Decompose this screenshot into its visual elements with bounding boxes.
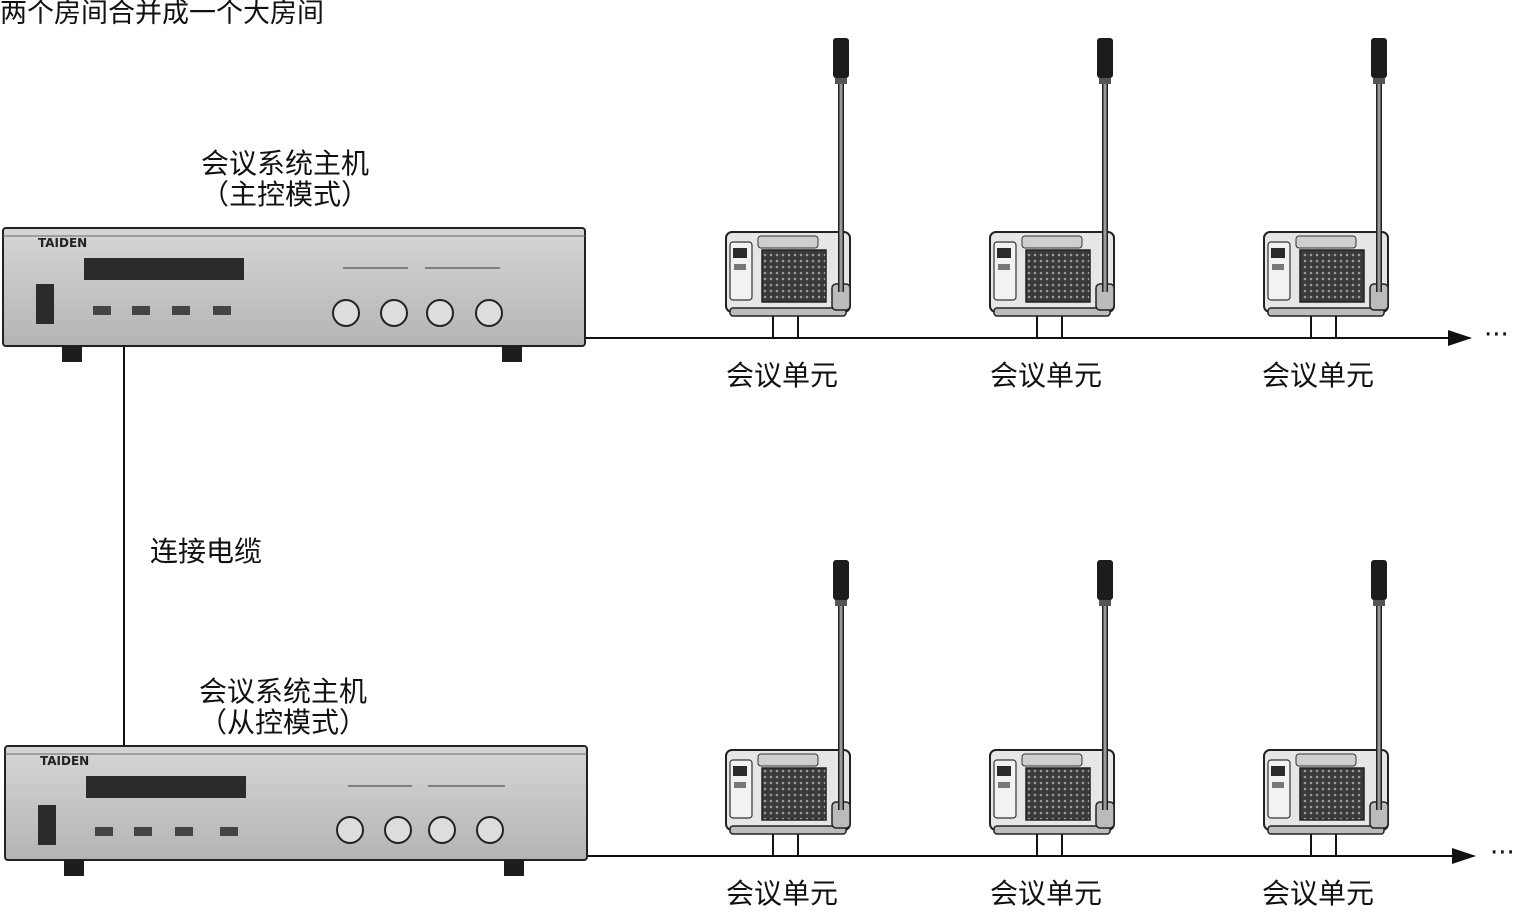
knob xyxy=(380,299,408,327)
microphone-head xyxy=(833,38,849,78)
host-label-master: 会议系统主机 （主控模式） xyxy=(160,150,410,209)
conference-unit xyxy=(989,38,1115,338)
host-brand-logo: TAIDEN xyxy=(38,236,87,250)
host-display xyxy=(84,258,244,280)
knob xyxy=(384,816,412,844)
conference-unit xyxy=(989,560,1115,856)
conference-unit xyxy=(725,560,851,856)
conference-unit xyxy=(1263,560,1389,856)
unit-label: 会议单元 xyxy=(1262,877,1375,910)
host-display xyxy=(86,776,246,798)
diagram-title: 两个房间合并成一个大房间 xyxy=(0,0,324,29)
continuation-ellipsis: ··· xyxy=(1484,320,1509,350)
speaker-grille xyxy=(761,767,827,821)
host-unit-slave: TAIDEN xyxy=(4,745,588,876)
power-switch xyxy=(38,805,56,845)
unit-label: 会议单元 xyxy=(726,359,839,392)
host-label-slave: 会议系统主机 （从控模式） xyxy=(158,678,408,737)
microphone-head xyxy=(833,560,849,600)
knob xyxy=(336,816,364,844)
conference-unit xyxy=(1263,38,1389,338)
unit-label: 会议单元 xyxy=(726,877,839,910)
speaker-grille xyxy=(1025,249,1091,303)
knob xyxy=(426,299,454,327)
speaker-grille xyxy=(1025,767,1091,821)
host-brand-logo: TAIDEN xyxy=(40,754,89,768)
knob xyxy=(332,299,360,327)
microphone-head xyxy=(1097,560,1113,600)
cable-label: 连接电缆 xyxy=(150,535,263,568)
microphone-head xyxy=(1371,38,1387,78)
speaker-grille xyxy=(1299,767,1365,821)
microphone-head xyxy=(1097,38,1113,78)
speaker-grille xyxy=(1299,249,1365,303)
knob xyxy=(475,299,503,327)
host-name: 会议系统主机 xyxy=(198,675,367,708)
speaker-grille xyxy=(761,249,827,303)
conference-unit xyxy=(725,38,851,338)
knob xyxy=(428,816,456,844)
host-mode: （主控模式） xyxy=(200,178,369,211)
host-name: 会议系统主机 xyxy=(200,147,369,180)
continuation-ellipsis: ··· xyxy=(1490,838,1515,868)
knob xyxy=(476,816,504,844)
power-switch xyxy=(36,284,54,324)
unit-label: 会议单元 xyxy=(1262,359,1375,392)
microphone-head xyxy=(1371,560,1387,600)
host-mode: （从控模式） xyxy=(198,706,367,739)
unit-label: 会议单元 xyxy=(990,359,1103,392)
host-unit-master: TAIDEN xyxy=(2,227,586,362)
unit-label: 会议单元 xyxy=(990,877,1103,910)
